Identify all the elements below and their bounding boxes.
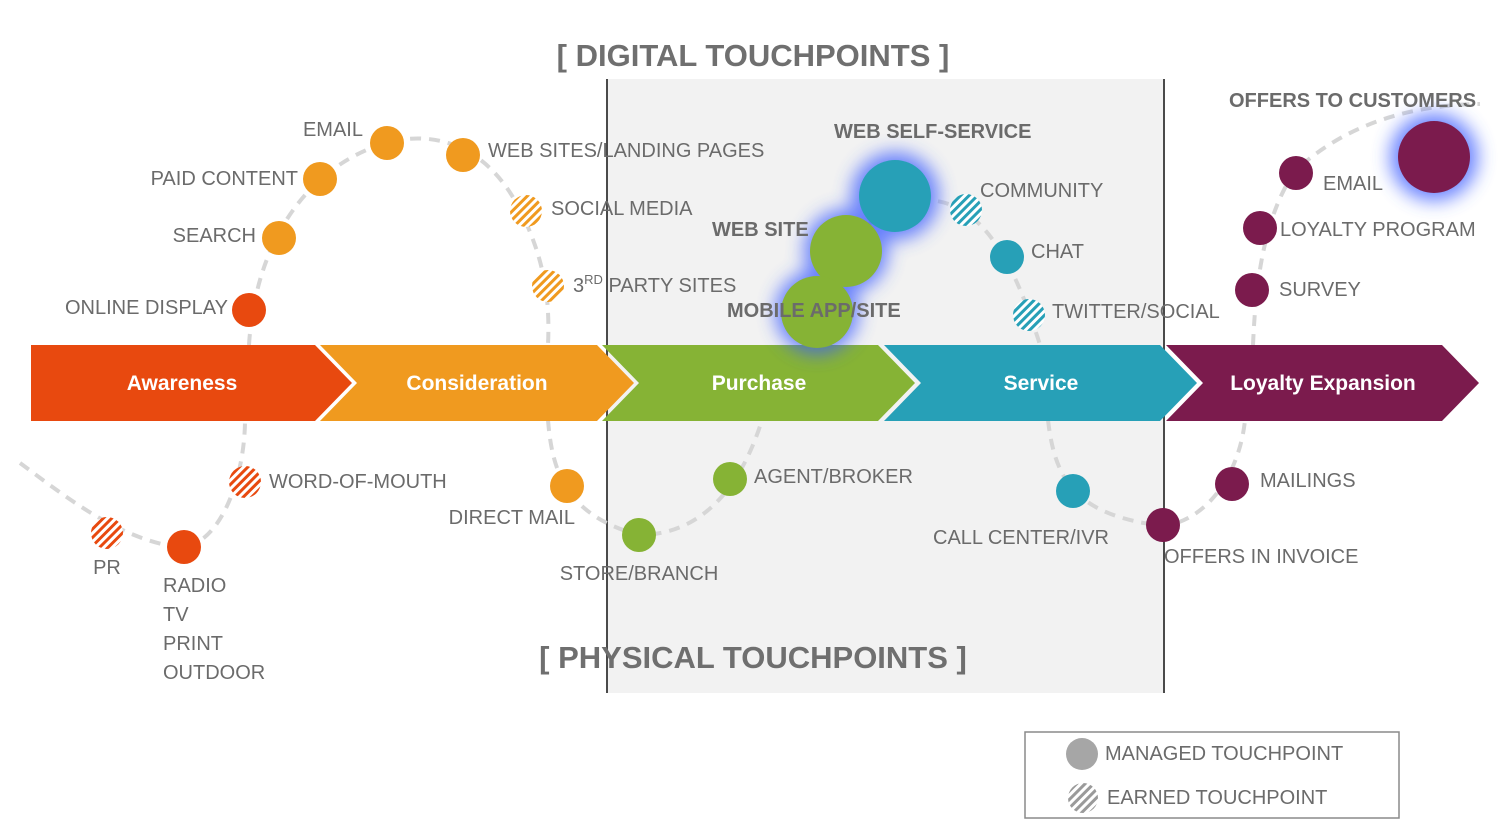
third-party-number: 3	[573, 275, 584, 297]
direct-mail-marker	[550, 469, 584, 503]
touchpoint-labels: ONLINE DISPLAY SEARCH PAID CONTENT EMAIL…	[65, 90, 1476, 684]
legend: MANAGED TOUCHPOINT EARNED TOUCHPOINT	[1024, 731, 1400, 819]
community-label: COMMUNITY	[980, 180, 1103, 202]
touchpoint-markers	[91, 121, 1470, 564]
loyalty-program-label: LOYALTY PROGRAM	[1280, 219, 1476, 241]
twitter-social-label: TWITTER/SOCIAL	[1052, 301, 1220, 323]
pr-marker	[91, 517, 123, 549]
offers-to-customers-label: OFFERS TO CUSTOMERS	[1229, 90, 1476, 112]
third-party-sites-marker	[532, 270, 564, 302]
print-label: PRINT	[163, 633, 223, 655]
stage-consideration	[320, 345, 634, 421]
stage-service	[884, 345, 1197, 421]
web-site-label: WEB SITE	[712, 219, 809, 241]
offers-in-invoice-marker	[1146, 508, 1180, 542]
path-awareness-consideration-top	[247, 136, 551, 346]
store-branch-label: STORE/BRANCH	[560, 563, 719, 585]
email-top-label: EMAIL	[303, 119, 363, 141]
loyalty-program-marker	[1243, 211, 1277, 245]
stage-awareness-label: Awareness	[127, 372, 238, 395]
search-label: SEARCH	[173, 225, 256, 247]
online-display-label: ONLINE DISPLAY	[65, 297, 228, 319]
managed-touchpoint-swatch	[1066, 738, 1098, 770]
paid-content-label: PAID CONTENT	[151, 168, 298, 190]
community-marker	[950, 194, 982, 226]
store-branch-marker	[622, 518, 656, 552]
web-self-service-marker	[859, 160, 931, 232]
pr-label: PR	[93, 557, 121, 579]
paid-content-marker	[303, 162, 337, 196]
stage-loyalty-label: Loyalty Expansion	[1230, 372, 1416, 395]
stage-purchase	[602, 345, 915, 421]
earned-touchpoint-swatch	[1068, 783, 1098, 813]
email-loyalty-marker	[1279, 156, 1313, 190]
physical-touchpoints-header: [ PHYSICAL TOUCHPOINTS ]	[539, 640, 967, 675]
call-center-marker	[1056, 474, 1090, 508]
third-party-superscript: RD	[584, 272, 603, 287]
digital-touchpoints-header: [ DIGITAL TOUCHPOINTS ]	[557, 38, 950, 73]
stage-awareness	[31, 345, 352, 421]
email-loyalty-label: EMAIL	[1323, 173, 1383, 195]
outdoor-label: OUTDOOR	[163, 662, 265, 684]
offers-to-customers-marker	[1398, 121, 1470, 193]
radio-label: RADIO	[163, 575, 226, 597]
stage-purchase-label: Purchase	[712, 372, 807, 395]
stage-service-label: Service	[1004, 372, 1079, 395]
mobile-app-label: MOBILE APP/SITE	[727, 300, 901, 322]
chat-marker	[990, 240, 1024, 274]
third-party-sites-label: 3RD PARTY SITES	[573, 272, 736, 297]
word-of-mouth-label: WORD-OF-MOUTH	[269, 471, 447, 493]
social-media-label: SOCIAL MEDIA	[551, 198, 693, 220]
mailings-label: MAILINGS	[1260, 470, 1356, 492]
mailings-marker	[1215, 467, 1249, 501]
web-sites-landing-marker	[446, 138, 480, 172]
agent-broker-label: AGENT/BROKER	[754, 466, 913, 488]
managed-touchpoint-label: MANAGED TOUCHPOINT	[1105, 743, 1343, 765]
survey-marker	[1235, 273, 1269, 307]
third-party-text: PARTY SITES	[603, 275, 736, 297]
direct-mail-label: DIRECT MAIL	[449, 507, 575, 529]
earned-touchpoint-label: EARNED TOUCHPOINT	[1107, 787, 1327, 809]
chat-label: CHAT	[1031, 241, 1084, 263]
web-self-service-label: WEB SELF-SERVICE	[834, 121, 1031, 143]
word-of-mouth-marker	[229, 466, 261, 498]
stage-loyalty	[1166, 345, 1479, 421]
mobile-app-marker	[781, 276, 853, 348]
social-media-marker	[510, 195, 542, 227]
online-display-marker	[232, 293, 266, 327]
email-top-marker	[370, 126, 404, 160]
twitter-social-marker	[1013, 299, 1045, 331]
agent-broker-marker	[713, 462, 747, 496]
radio-tv-print-outdoor-marker	[167, 530, 201, 564]
stage-consideration-label: Consideration	[406, 372, 547, 395]
offers-in-invoice-label: OFFERS IN INVOICE	[1164, 546, 1358, 568]
path-awareness-bottom	[18, 419, 247, 551]
web-site-marker	[810, 215, 882, 287]
web-sites-landing-label: WEB SITES/LANDING PAGES	[488, 140, 764, 162]
stage-arrows: Awareness Consideration Purchase Service…	[31, 345, 1479, 421]
search-marker	[262, 221, 296, 255]
call-center-label: CALL CENTER/IVR	[933, 527, 1109, 549]
survey-label: SURVEY	[1279, 279, 1361, 301]
tv-label: TV	[163, 604, 189, 626]
